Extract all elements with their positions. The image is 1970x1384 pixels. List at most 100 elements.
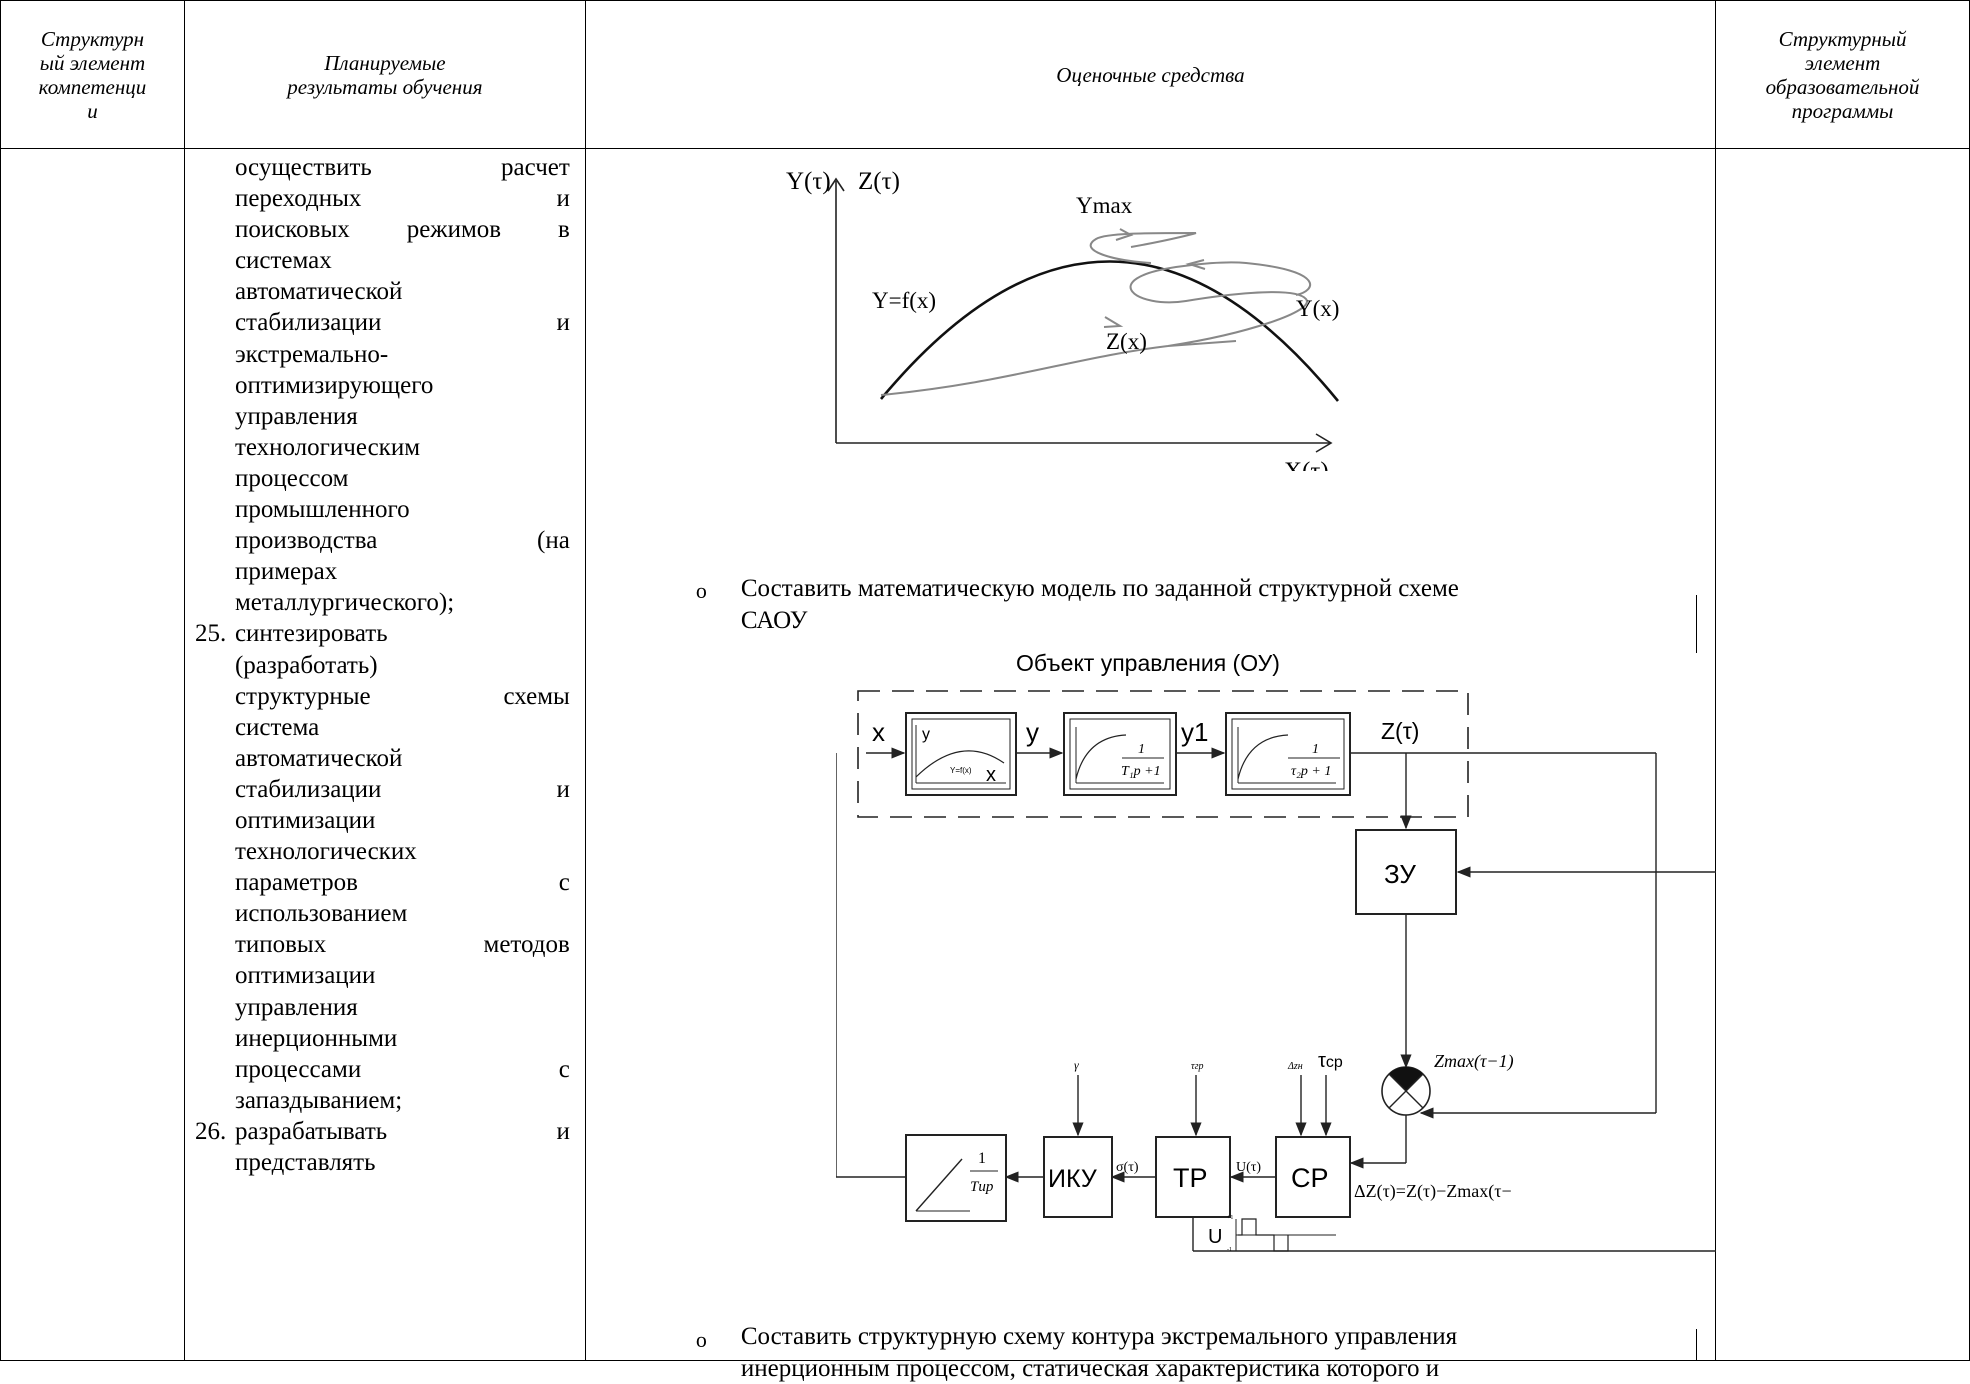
task2-text-line1: Составить структурную схему контура экст… (740, 1323, 1458, 1350)
header-col3-line: Оценочные средства (1056, 62, 1245, 87)
results-line: технологических (235, 836, 570, 867)
header-program-element: Структурный элемент образовательной прог… (1715, 0, 1970, 149)
header-col2-line: Планируемые (324, 50, 446, 75)
z-axis-label: Z(τ) (858, 168, 900, 195)
results-line: стабилизации и (235, 307, 570, 338)
results-line: процессом (235, 463, 570, 494)
results-line: представлять (235, 1147, 570, 1178)
results-line: оптимизации (235, 805, 570, 836)
results-line: осуществить расчет (235, 152, 570, 183)
results-line-text: осуществить расчет (234, 154, 570, 181)
lag-block-2 (1224, 712, 1351, 796)
results-line: экстремально- (235, 339, 570, 370)
header-col4-line: образовательной (1765, 74, 1920, 99)
text-edge-line (1695, 595, 1697, 653)
results-line-text: технологическим (234, 433, 421, 461)
results-line-text: структурные схемы (234, 682, 570, 710)
results-line: стабилизации и (235, 774, 570, 805)
results-line: 25.синтезировать (195, 618, 570, 649)
cp-block-label: СР (1291, 1163, 1329, 1193)
program-element-cell (1715, 148, 1970, 1361)
task2-text-line2: инерционным процессом, статическая харак… (740, 1355, 1440, 1382)
memory-block-label: ЗУ (1384, 859, 1416, 889)
x-axis-arrow (1315, 433, 1333, 453)
header-col1-line: и (87, 98, 98, 123)
zx-label: Z(x) (1106, 329, 1147, 354)
results-line-text: типовых методов (234, 931, 570, 959)
results-line-text: поисковых режимов в (234, 216, 570, 244)
header-col2-line: результаты обучения (287, 74, 483, 99)
task1-bullet: o (695, 578, 707, 603)
u-relay-label: U (1208, 1226, 1222, 1248)
results-line: параметров с (235, 867, 570, 898)
results-line: структурные схемы (235, 681, 570, 712)
zmax-label: Zmax(τ−1) (1434, 1051, 1514, 1072)
results-line-text: инерционными (234, 1024, 398, 1052)
output-y1-label: y1 (1181, 717, 1208, 747)
results-line-text: оптимизирующего (234, 371, 434, 399)
sigma-tau-label: σ(τ) (1116, 1160, 1139, 1175)
results-line-text: система (234, 713, 320, 741)
cp-block (1274, 1136, 1351, 1218)
results-text: осуществить расчет переходных и поисковых … (185, 149, 585, 1178)
results-line-text: экстремально- (234, 340, 389, 368)
results-line-text: системах (234, 247, 332, 275)
trajectory-arrow-2 (1185, 259, 1206, 270)
results-line-text: управления (234, 993, 358, 1021)
block1-y-label: y (922, 726, 930, 743)
y-axis-arrow (827, 177, 845, 192)
results-line-text: процессом (234, 464, 349, 492)
iku-block-label: ИКУ (1048, 1165, 1097, 1193)
results-line-text: переходных и (234, 185, 570, 213)
results-line-text: промышленного (234, 496, 410, 524)
header-col1-line: компетенци (38, 74, 147, 99)
trajectory-arrow-3 (1115, 228, 1134, 241)
results-line: автоматической (235, 276, 570, 307)
results-line: управления (235, 992, 570, 1023)
results-line: (разработать) (235, 650, 570, 681)
block1-x-label: x (986, 764, 996, 786)
u-minus-label: -1 (1227, 1247, 1232, 1253)
results-line-text: автоматической (234, 278, 403, 306)
results-line-text: представлять (234, 1149, 376, 1176)
task1-text-line2: САОУ (740, 607, 808, 634)
output-y-label: y (1026, 717, 1039, 747)
yfx-curve (879, 260, 1339, 402)
results-line-text: параметров с (234, 869, 570, 897)
integrator-block (904, 1134, 1007, 1222)
results-line: система (235, 712, 570, 743)
item-text: разрабатывать и (234, 1117, 570, 1145)
object-dashed-frame (857, 690, 1469, 818)
results-line-text: оптимизации (234, 962, 376, 990)
text-edge-line (1695, 1329, 1697, 1361)
results-line-text: производства (на (234, 527, 570, 555)
results-line: управления (235, 401, 570, 432)
results-line-text: автоматической (234, 744, 403, 772)
header-col4-line: программы (1791, 98, 1894, 123)
results-line: технологическим (235, 432, 570, 463)
integrator-denominator: Tиp (970, 1179, 994, 1195)
integrator-numerator: 1 (978, 1150, 986, 1167)
results-line: запаздыванием; (235, 1085, 570, 1116)
results-cell: осуществить расчет переходных и поисковых … (183, 148, 586, 1361)
header-structural-element: Структурн ый элемент компетенци и (0, 0, 185, 149)
object-title: Объект управления (ОУ) (1016, 650, 1280, 676)
results-line: оптимизации (235, 960, 570, 991)
results-line: оптимизирующего (235, 370, 570, 401)
tp-block-label: ТР (1173, 1163, 1208, 1193)
input-x-label: x (872, 717, 885, 747)
yfx-label: Y=f(x) (872, 288, 936, 313)
results-line-text: процессами с (234, 1055, 570, 1083)
results-line-text: стабилизации и (234, 309, 570, 337)
tau-cp-label: τcp (1318, 1050, 1343, 1072)
u-plus-label: +1 (1227, 1215, 1233, 1221)
results-line-text: металлургического); (234, 589, 455, 617)
results-line-text: использованием (234, 900, 408, 928)
results-line-text: запаздыванием; (234, 1086, 403, 1114)
results-line-text: управления (234, 402, 358, 430)
results-line: использованием (235, 898, 570, 929)
results-line-text: технологических (234, 838, 417, 866)
tf2-denominator: τ₂p + 1 (1291, 764, 1331, 779)
header-assessment-tools: Оценочные средства (584, 0, 1717, 149)
memory-block (1354, 829, 1457, 915)
